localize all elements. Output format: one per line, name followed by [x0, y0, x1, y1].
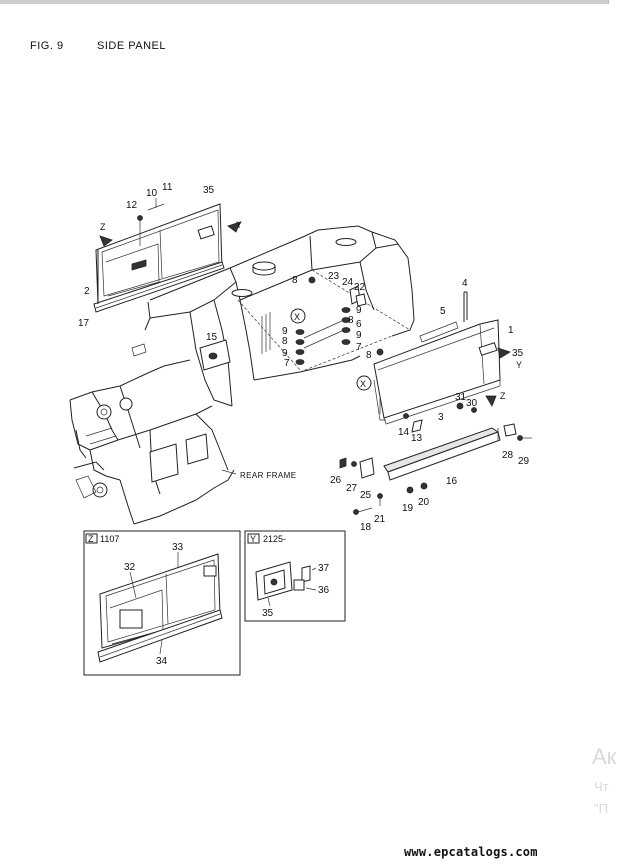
- x-mark-upper: X: [294, 312, 300, 322]
- callout-9-a: 9: [356, 305, 362, 316]
- callout-9-c: 9: [282, 326, 288, 337]
- watermark-line-3: "П: [594, 801, 608, 816]
- callout-21: 21: [374, 514, 386, 525]
- view-y-serial: 2125-: [263, 534, 286, 544]
- callout-17: 17: [78, 318, 90, 329]
- inset-view-y: Y 2125- 37 36 35: [244, 530, 346, 622]
- callout-8-b: 8: [348, 315, 354, 326]
- callout-29: 29: [518, 456, 530, 467]
- callout-18: 18: [360, 522, 372, 533]
- callout-5: 5: [440, 306, 446, 317]
- watermark-line-1: Ак: [592, 744, 617, 769]
- top-scroll-strip: [0, 0, 618, 4]
- callout-4: 4: [462, 278, 468, 289]
- callout-12: 12: [126, 200, 138, 211]
- callout-19: 19: [402, 503, 414, 514]
- callout-16: 16: [446, 476, 458, 487]
- callout-9-b: 9: [356, 330, 362, 341]
- top-strip-corner: [608, 0, 618, 4]
- machine-body: X X: [69, 225, 415, 525]
- view-arrows: [99, 221, 511, 407]
- callout-27: 27: [346, 483, 358, 494]
- arrow-z-label-right: Z: [500, 391, 506, 401]
- callout-3: 3: [438, 412, 444, 423]
- view-z-letter: Z: [88, 534, 94, 544]
- callout-9-d: 9: [282, 348, 288, 359]
- callout-14: 14: [398, 427, 410, 438]
- view-y-letter: Y: [250, 534, 256, 544]
- arrow-y-label-right: Y: [516, 360, 522, 370]
- callout-23: 23: [328, 271, 340, 282]
- callout-7-a: 7: [356, 342, 362, 353]
- callout-26: 26: [330, 475, 342, 486]
- callout-30: 30: [466, 398, 478, 409]
- view-z-serial: 1107: [100, 534, 119, 544]
- callout-15: 15: [206, 332, 218, 343]
- callout-8-c: 8: [282, 336, 288, 347]
- watermark-line-2: Чт: [594, 779, 609, 794]
- callout-25: 25: [360, 490, 372, 501]
- callout-2: 2: [84, 286, 90, 297]
- figure-title: SIDE PANEL: [97, 40, 166, 52]
- inset-callout-36: 36: [318, 585, 330, 596]
- right-side-panel: [221, 276, 532, 515]
- x-mark-lower: X: [360, 379, 366, 389]
- callout-numbers: 10 11 35 12 Z Y 2 17 15 8 23 24 22 9 6 8…: [78, 182, 530, 533]
- callout-6-a: 6: [356, 319, 362, 330]
- arrow-y-label-left: Y: [236, 220, 242, 230]
- callout-35-right: 35: [512, 348, 524, 359]
- callout-20: 20: [418, 497, 430, 508]
- inset-callout-32: 32: [124, 562, 136, 573]
- callout-8-top: 8: [292, 275, 298, 286]
- inset-callout-33: 33: [172, 542, 184, 553]
- figure-number: FIG. 9: [30, 40, 64, 52]
- callout-11: 11: [162, 182, 173, 193]
- inset-callout-35: 35: [262, 608, 274, 619]
- inset-callout-34: 34: [156, 656, 168, 667]
- left-side-door: [93, 198, 225, 313]
- inset-view-z: Z 1107 32 33 34: [83, 530, 241, 676]
- callout-8-d: 8: [366, 350, 372, 361]
- rear-frame-label: REAR FRAME: [240, 471, 296, 480]
- callout-31: 31: [455, 392, 467, 403]
- callout-24: 24: [342, 277, 354, 288]
- callout-35-upper: 35: [203, 185, 215, 196]
- callout-7-b: 7: [284, 358, 290, 369]
- callout-28: 28: [502, 450, 514, 461]
- inset-callout-37: 37: [318, 563, 330, 574]
- callout-22: 22: [354, 282, 366, 293]
- callout-10: 10: [146, 188, 158, 199]
- footer-site-link[interactable]: www.epcatalogs.com: [404, 845, 538, 859]
- callout-1: 1: [508, 325, 514, 336]
- arrow-z-label-left: Z: [100, 222, 106, 232]
- callout-13: 13: [411, 433, 423, 444]
